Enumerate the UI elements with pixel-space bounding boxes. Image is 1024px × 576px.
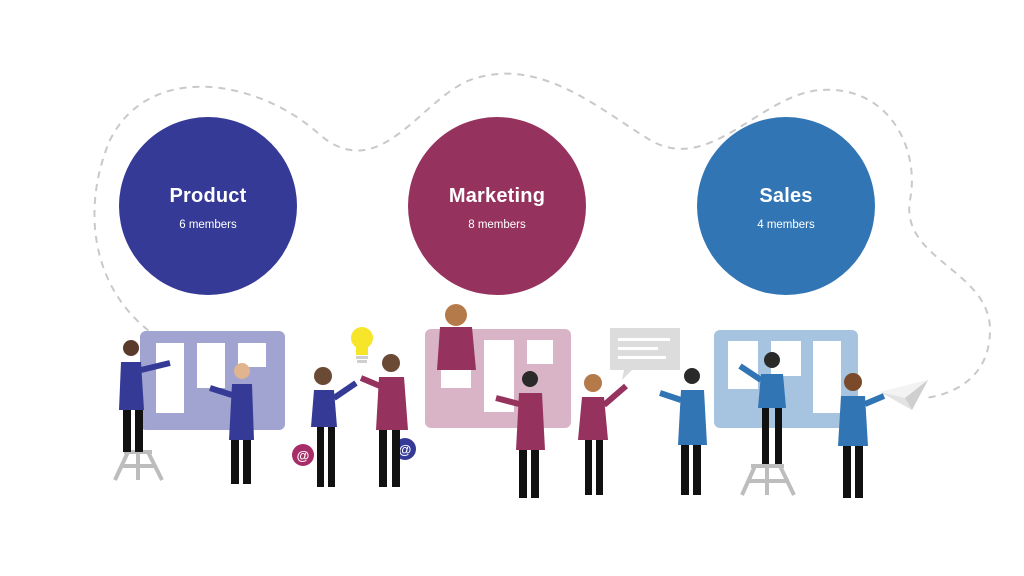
team-name: Marketing	[448, 185, 546, 207]
person-marketing-woman	[578, 374, 628, 495]
team-member-count: 8 members	[468, 219, 526, 231]
person-marketing-peeking	[437, 304, 476, 370]
product-board	[140, 331, 285, 430]
team-circle-sales[interactable]: Sales 4 members	[697, 117, 875, 295]
team-circle-marketing[interactable]: Marketing 8 members	[408, 117, 586, 295]
paper-plane-icon	[880, 380, 928, 410]
person-product-ladder	[119, 340, 171, 452]
person-product-pointing	[209, 363, 254, 484]
svg-text:@: @	[297, 448, 310, 463]
person-sales-talking	[659, 368, 707, 495]
person-sales-ladder	[738, 352, 786, 464]
team-member-count: 4 members	[757, 219, 815, 231]
team-name: Product	[169, 185, 247, 207]
ladder-left	[113, 450, 164, 481]
sales-board	[714, 330, 858, 428]
person-high-five-man	[359, 354, 408, 487]
team-circle-product[interactable]: Product 6 members	[119, 117, 297, 295]
team-member-count: 6 members	[179, 219, 237, 231]
light-bulb-icon	[351, 327, 373, 363]
person-high-five-woman	[311, 367, 358, 487]
speech-bubble-icon	[610, 328, 680, 380]
person-marketing-pointing	[495, 371, 545, 498]
team-name: Sales	[759, 185, 813, 207]
email-badge-left-icon: @	[292, 444, 314, 466]
person-sales-plane	[838, 373, 886, 498]
dashed-connector-path	[93, 72, 992, 399]
svg-text:@: @	[399, 442, 412, 457]
ladder-right	[740, 464, 796, 496]
